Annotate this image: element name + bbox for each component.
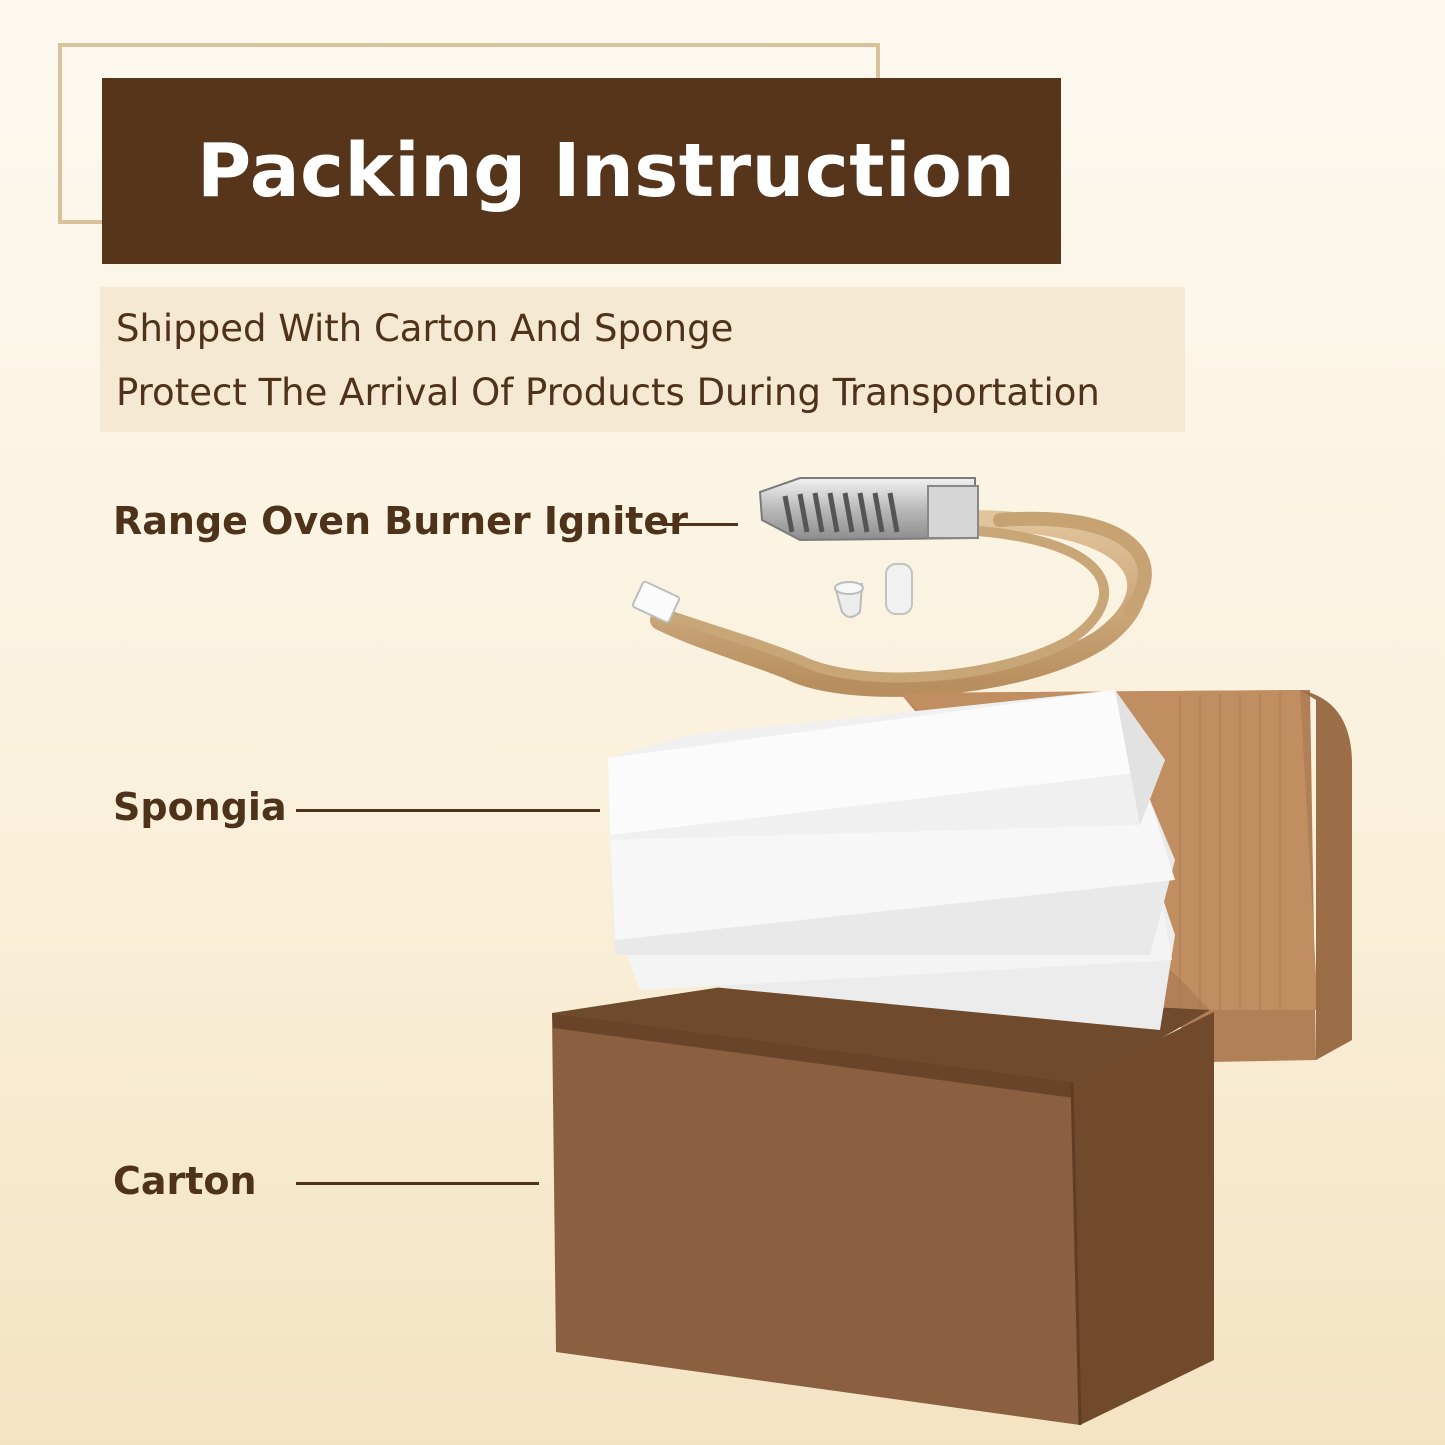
leader-line-carton xyxy=(296,1182,539,1185)
label-carton: Carton xyxy=(113,1159,257,1203)
subtitle-box: Shipped With Carton And Sponge Protect T… xyxy=(100,287,1185,432)
label-sponge: Spongia xyxy=(113,785,287,829)
leader-line-igniter xyxy=(662,523,738,526)
subtitle-line-1: Shipped With Carton And Sponge xyxy=(116,307,734,350)
subtitle-line-2: Protect The Arrival Of Products During T… xyxy=(116,371,1100,414)
title-banner: Packing Instruction xyxy=(102,78,1061,264)
leader-line-sponge xyxy=(296,809,600,812)
page-title: Packing Instruction xyxy=(197,128,1016,214)
label-igniter: Range Oven Burner Igniter xyxy=(113,499,688,543)
